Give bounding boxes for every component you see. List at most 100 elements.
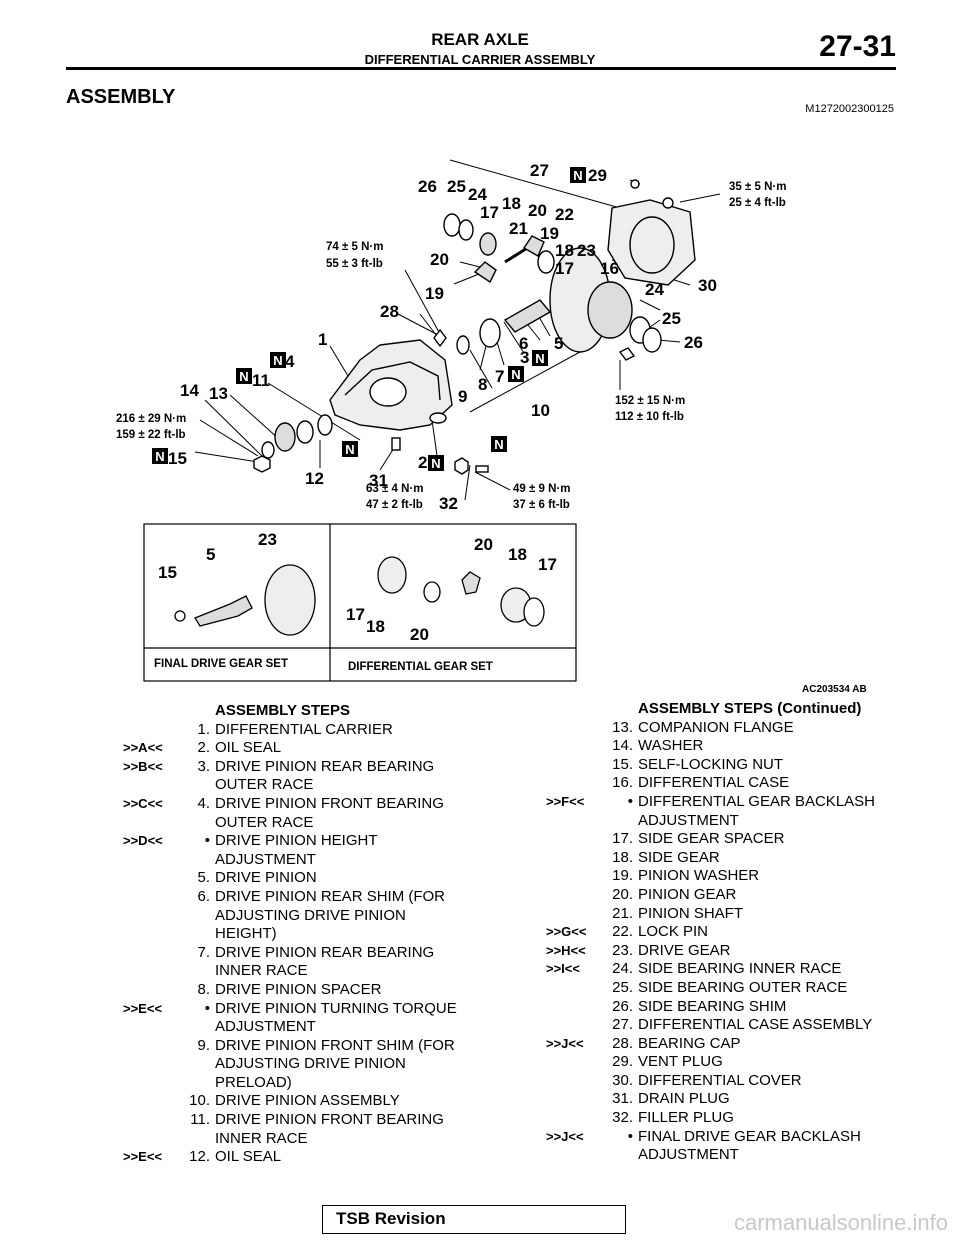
step-mark — [546, 719, 608, 738]
step-row: HEIGHT) — [123, 925, 523, 944]
svg-text:N: N — [535, 351, 544, 366]
svg-text:24: 24 — [468, 185, 487, 204]
step-number: 27. — [612, 1016, 633, 1034]
step-text: DRIVE GEAR — [638, 941, 731, 959]
step-text: DRIVE PINION FRONT BEARING — [215, 1111, 444, 1129]
svg-text:N: N — [155, 449, 164, 464]
differential-gear-set-label: DIFFERENTIAL GEAR SET — [348, 661, 493, 673]
svg-text:49 ± 9 N·m: 49 ± 9 N·m — [513, 483, 570, 495]
page-number: 27-31 — [819, 30, 896, 63]
svg-text:N: N — [573, 168, 582, 183]
svg-text:16: 16 — [600, 259, 619, 278]
step-text: SIDE BEARING INNER RACE — [638, 960, 842, 978]
svg-text:26: 26 — [684, 333, 703, 352]
step-row: 15.SELF-LOCKING NUT — [546, 756, 936, 775]
step-text: DRAIN PLUG — [638, 1090, 730, 1108]
step-number: 29. — [612, 1053, 633, 1071]
step-row: 8.DRIVE PINION SPACER — [123, 981, 523, 1000]
step-mark — [123, 851, 185, 870]
step-number: 24. — [612, 960, 633, 978]
step-row: 10.DRIVE PINION ASSEMBLY — [123, 1092, 523, 1111]
step-mark — [123, 981, 185, 1000]
step-text: DRIVE PINION FRONT BEARING — [215, 794, 444, 812]
step-mark — [123, 721, 185, 740]
step-row: 21.PINION SHAFT — [546, 905, 936, 924]
svg-text:20: 20 — [528, 201, 547, 220]
step-mark: >>B<< — [123, 758, 163, 774]
svg-text:N: N — [273, 353, 282, 368]
svg-text:25 ± 4 ft-lb: 25 ± 4 ft-lb — [729, 197, 786, 209]
step-text: OIL SEAL — [215, 739, 282, 757]
step-text: DRIVE PINION ASSEMBLY — [215, 1092, 400, 1110]
step-text: OUTER RACE — [215, 776, 314, 794]
step-text: DRIVE PINION — [215, 869, 317, 887]
step-number — [185, 1130, 215, 1149]
final-drive-gear-set-label: FINAL DRIVE GEAR SET — [154, 658, 288, 670]
step-text: SIDE GEAR — [638, 848, 720, 866]
step-text: BEARING CAP — [638, 1034, 741, 1052]
step-number — [608, 812, 638, 831]
svg-text:32: 32 — [439, 494, 458, 513]
svg-text:N: N — [431, 456, 440, 471]
step-mark — [546, 979, 608, 998]
step-text: ADJUSTING DRIVE PINION — [215, 1055, 406, 1073]
svg-text:18: 18 — [555, 241, 574, 260]
step-mark: >>I<< — [546, 961, 580, 977]
step-number: 28. — [612, 1034, 633, 1052]
step-mark: >>C<< — [123, 795, 163, 811]
companion-flange — [274, 422, 296, 452]
figure-code: AC203534 AB — [802, 684, 867, 695]
step-mark — [546, 1053, 608, 1072]
step-text: ADJUSTING DRIVE PINION — [215, 906, 406, 924]
step-row: INNER RACE — [123, 1130, 523, 1149]
step-mark: >>E<< — [123, 1149, 163, 1165]
svg-text:11: 11 — [252, 371, 270, 390]
svg-text:216 ± 29 N·m: 216 ± 29 N·m — [116, 413, 186, 425]
step-row: ADJUSTING DRIVE PINION — [123, 1055, 523, 1074]
drive-pinion-spacer — [456, 335, 470, 355]
washer — [261, 441, 275, 459]
side-bearing-shim — [443, 213, 461, 237]
step-row: ADJUSTMENT — [123, 1018, 523, 1037]
svg-text:14: 14 — [180, 381, 199, 400]
svg-text:N: N — [494, 437, 503, 452]
assembly-steps-left: ASSEMBLY STEPS 1.DIFFERENTIAL CARRIER>>A… — [123, 702, 523, 1167]
svg-text:28: 28 — [380, 302, 399, 321]
step-row: 16.DIFFERENTIAL CASE — [546, 774, 936, 793]
step-number — [185, 1074, 215, 1093]
step-mark — [123, 1111, 185, 1130]
step-mark — [123, 925, 185, 944]
step-row: 11.DRIVE PINION FRONT BEARING — [123, 1111, 523, 1130]
svg-text:25: 25 — [662, 309, 681, 328]
step-mark — [123, 907, 185, 926]
step-mark — [546, 737, 608, 756]
header-title: REAR AXLE — [431, 30, 529, 49]
step-mark — [123, 888, 185, 907]
assembly-steps-right: ASSEMBLY STEPS (Continued) 13.COMPANION … — [546, 700, 936, 1165]
step-row: INNER RACE — [123, 962, 523, 981]
svg-text:7: 7 — [495, 367, 504, 386]
step-row: 31.DRAIN PLUG — [546, 1090, 936, 1109]
step-text: OIL SEAL — [215, 1148, 282, 1166]
step-text: SELF-LOCKING NUT — [638, 755, 784, 773]
step-mark — [546, 886, 608, 905]
step-row: >>E<<12.OIL SEAL — [123, 1148, 523, 1167]
svg-text:35 ± 5 N·m: 35 ± 5 N·m — [729, 181, 786, 193]
step-row: >>J<< 28. BEARING CAP — [546, 1035, 936, 1054]
step-mark — [123, 1055, 185, 1074]
step-text: VENT PLUG — [638, 1053, 723, 1071]
step-mark: >>G<< — [546, 924, 587, 940]
svg-text:20: 20 — [430, 250, 449, 269]
steps-heading: ASSEMBLY STEPS — [215, 702, 351, 719]
step-row: 27. DIFFERENTIAL CASE ASSEMBLY — [546, 1016, 936, 1035]
step-text: DIFFERENTIAL CASE ASSEMBLY — [638, 1016, 873, 1034]
step-text: DRIVE PINION REAR BEARING — [215, 757, 435, 775]
svg-text:5: 5 — [206, 545, 215, 564]
step-mark — [546, 1072, 608, 1091]
header-rule — [66, 67, 896, 70]
svg-text:10: 10 — [531, 401, 550, 420]
steps-heading-continued: ASSEMBLY STEPS (Continued) — [638, 700, 862, 717]
step-mark: >>J<< — [546, 1035, 584, 1051]
drain-plug — [391, 437, 401, 451]
step-row: >>B<<3.DRIVE PINION REAR BEARING — [123, 758, 523, 777]
